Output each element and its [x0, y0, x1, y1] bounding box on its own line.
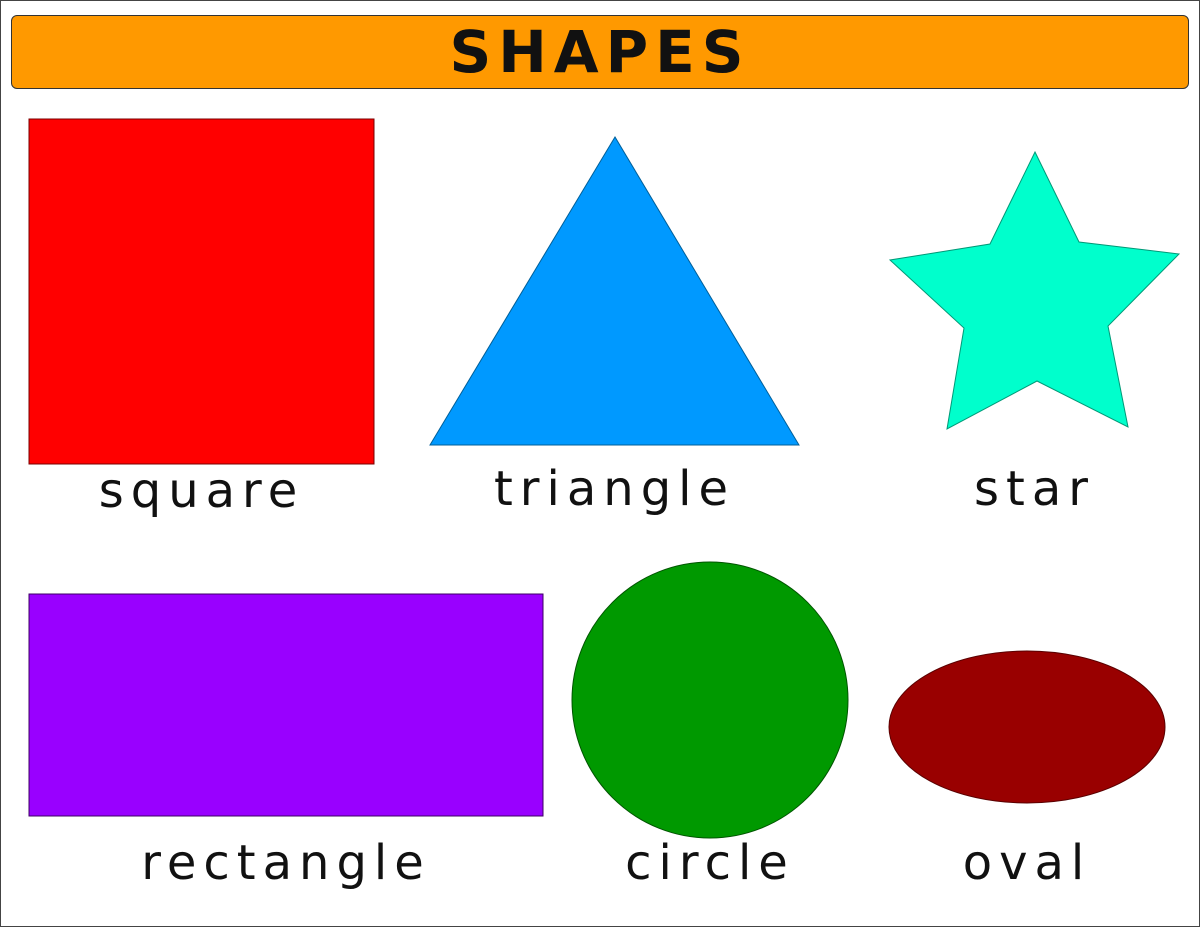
square-shape: [28, 118, 375, 465]
triangle-label: triangle: [493, 461, 736, 517]
rectangle-label: rectangle: [141, 835, 431, 891]
star-shape: [888, 150, 1181, 430]
oval-shape: [888, 650, 1166, 804]
page-title: SHAPES: [449, 18, 751, 86]
circle-shape: [571, 561, 849, 839]
circle-label: circle: [625, 835, 795, 891]
oval-label: oval: [962, 835, 1092, 891]
square-label: square: [98, 463, 305, 519]
rectangle-shape: [28, 593, 544, 817]
triangle-shape: [429, 136, 800, 446]
title-banner: SHAPES: [11, 15, 1189, 89]
star-label: star: [974, 461, 1095, 517]
